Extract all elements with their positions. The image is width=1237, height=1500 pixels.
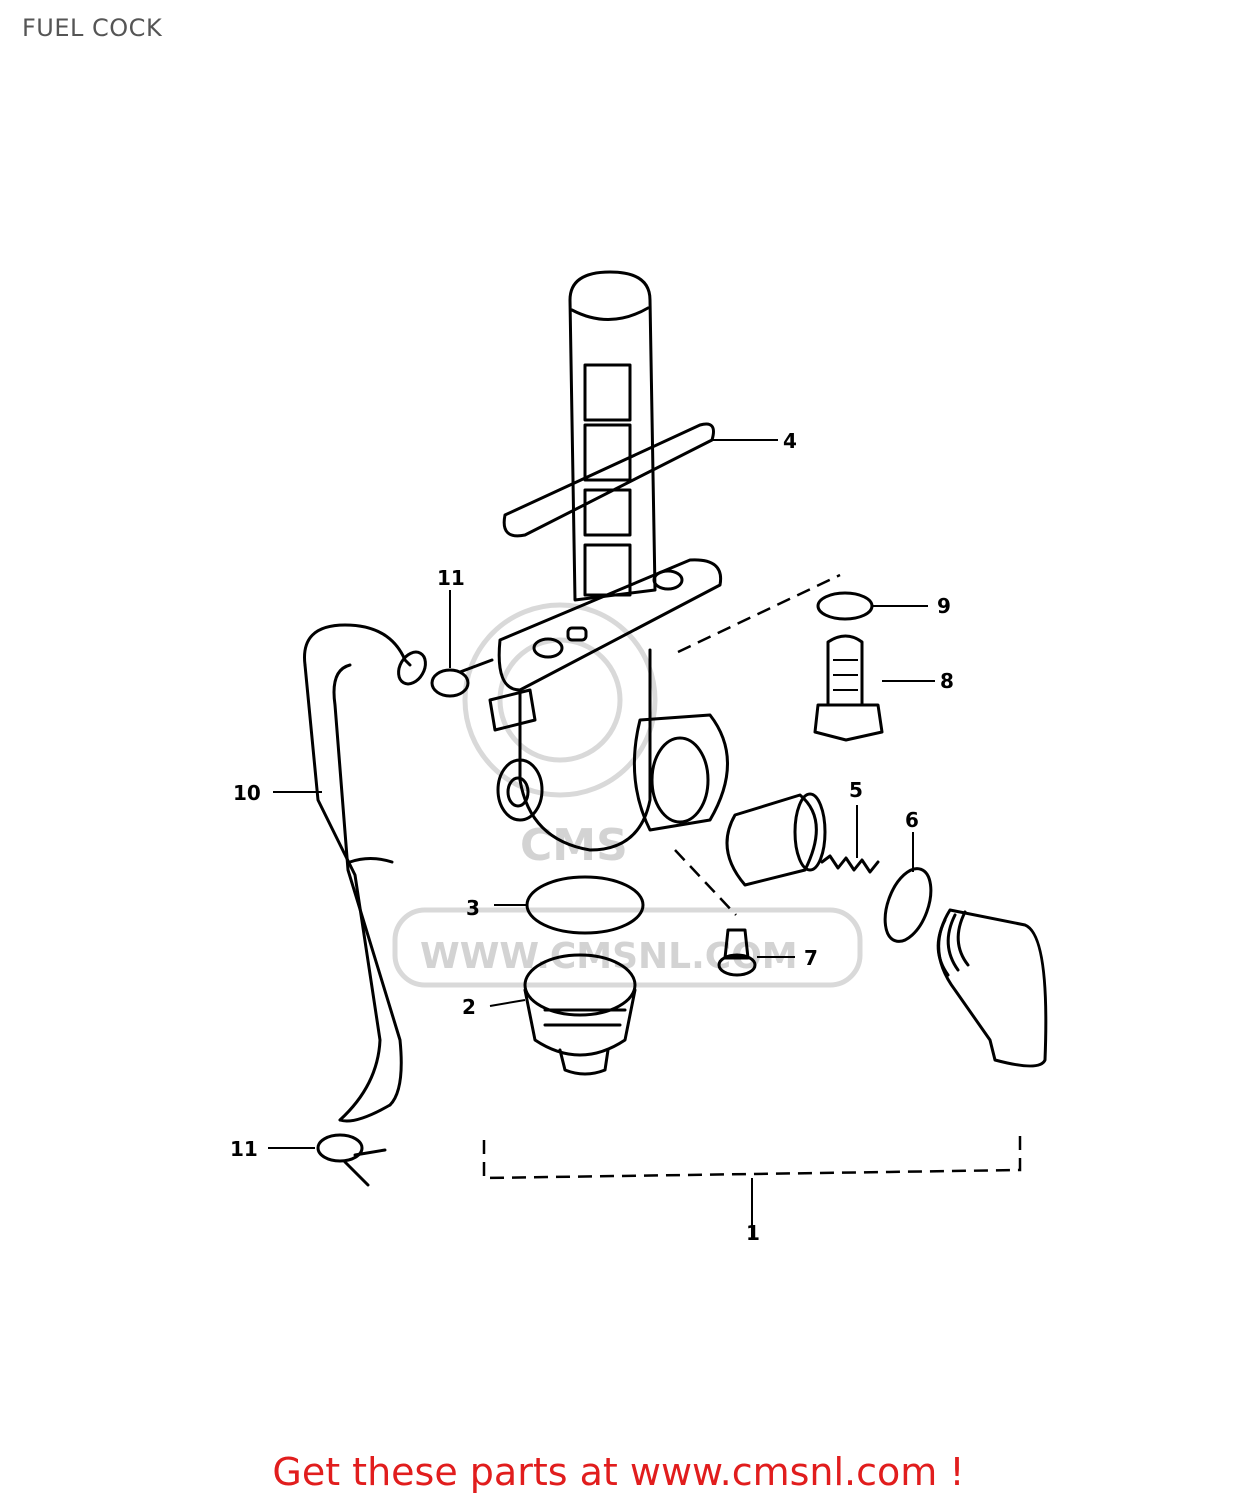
callout-9: 9 bbox=[937, 594, 951, 618]
part-3-o-ring bbox=[525, 875, 645, 935]
part-9-washer bbox=[816, 591, 874, 621]
part-8-bolt bbox=[813, 634, 884, 742]
fuel-cock-body bbox=[488, 558, 729, 852]
part-11-clamp-lower bbox=[316, 1133, 387, 1187]
callout-2: 2 bbox=[462, 995, 476, 1019]
part-valve-plunger bbox=[725, 792, 827, 887]
callout-11-upper: 11 bbox=[437, 566, 465, 590]
callout-1: 1 bbox=[746, 1221, 760, 1245]
callout-10: 10 bbox=[233, 781, 261, 805]
fuel-cock-lever bbox=[936, 908, 1048, 1068]
leader-lines bbox=[268, 439, 1022, 1240]
part-11-clamp-upper bbox=[430, 658, 494, 698]
callout-5: 5 bbox=[849, 778, 863, 802]
callout-7: 7 bbox=[804, 946, 818, 970]
part-2-fuel-cup bbox=[523, 953, 637, 1076]
callout-6: 6 bbox=[905, 808, 919, 832]
part-6-washer bbox=[883, 867, 933, 943]
part-10-fuel-hose bbox=[303, 623, 427, 1123]
diagram-title: FUEL COCK bbox=[22, 14, 163, 42]
callout-3: 3 bbox=[466, 896, 480, 920]
part-5-spring bbox=[820, 854, 880, 874]
part-7-screw bbox=[717, 928, 757, 977]
watermark: CMS WWW.CMSNL.COM bbox=[392, 602, 863, 988]
footer-link[interactable]: Get these parts at www.cmsnl.com ! bbox=[272, 1450, 965, 1494]
callout-11-lower: 11 bbox=[230, 1137, 258, 1161]
part-4-filter-strainer bbox=[502, 270, 715, 602]
callout-8: 8 bbox=[940, 669, 954, 693]
callout-4: 4 bbox=[783, 429, 797, 453]
